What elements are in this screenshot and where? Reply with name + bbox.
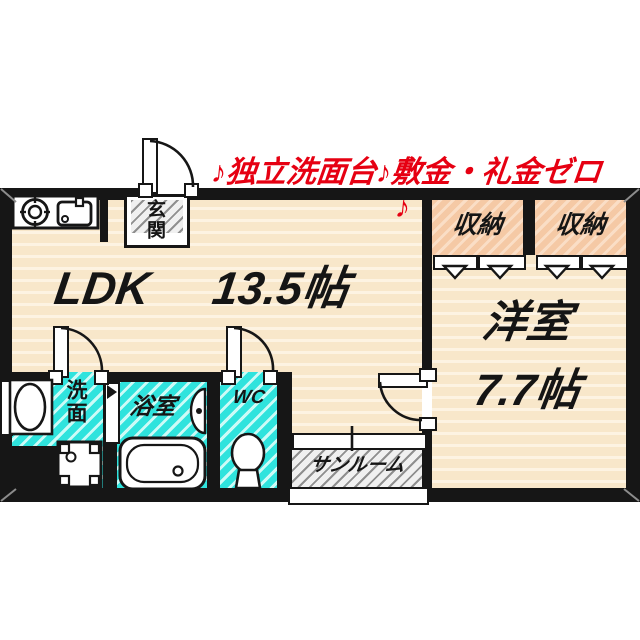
western-jamb-top (419, 368, 437, 382)
stove-burner-icon (20, 197, 50, 227)
bath-door-arrow-icon (107, 385, 117, 399)
room-storage2-floor (535, 198, 626, 255)
storage1-door-divider (476, 255, 480, 268)
sunroom-window-inner (292, 433, 427, 450)
wc-jamb-right (263, 370, 278, 385)
bathtub-icon (118, 436, 207, 491)
storage1-label: 収納 (450, 211, 505, 239)
wall-right (626, 188, 640, 502)
western-room-size-label: 7.7帖 (471, 366, 584, 415)
storage2-label: 収納 (553, 211, 608, 239)
western-door-arc-icon (378, 381, 423, 422)
storage2-door-divider (579, 255, 583, 268)
entrance-step-box (124, 194, 190, 248)
wall-kitchen-stub (100, 192, 108, 242)
ldk-label: LDK (51, 262, 154, 314)
wall-ldk-western-upper (422, 198, 432, 377)
entrance-jamb-left (138, 183, 153, 198)
washroom-door-arc-icon (60, 326, 104, 372)
wall-bathroom-wc (207, 372, 220, 488)
folding-door-icon (441, 264, 616, 280)
corner-bevels (0, 188, 640, 502)
wc-label: WC (231, 387, 267, 408)
wall-ldk-western-lower (422, 419, 432, 502)
sunroom-window-outer (288, 487, 429, 505)
entrance-hatch (131, 200, 183, 233)
wc-jamb-left (221, 370, 236, 385)
entrance-label: 玄関 (143, 199, 165, 241)
room-western-floor (432, 255, 626, 488)
wc-door-arc-icon (233, 326, 275, 372)
entrance-door-arc-icon (149, 139, 195, 188)
sunroom-label: サンルーム (308, 455, 406, 476)
washbasin-icon (8, 378, 54, 436)
ldk-size-label: 13.5帖 (209, 262, 353, 314)
kitchen-sink-icon (56, 196, 93, 227)
washing-machine-icon (56, 440, 103, 489)
bathroom-label: 浴室 (128, 393, 178, 419)
wall-bathroom-top (97, 372, 223, 382)
room-sunroom-floor (292, 447, 422, 488)
western-room-label: 洋室 (479, 298, 575, 347)
bath-vanity-icon (189, 387, 207, 435)
washroom-label: 洗面 (64, 379, 88, 425)
toilet-icon (230, 432, 266, 490)
wall-top-right (187, 188, 640, 200)
wall-washroom-top (12, 372, 60, 382)
wall-wc-sunroom (277, 372, 292, 502)
kitchen-counter (11, 194, 100, 230)
wall-corner-block (0, 446, 58, 502)
wall-between-storages (523, 198, 535, 255)
room-storage1-floor (432, 198, 523, 255)
washroom-jamb-right (94, 370, 109, 385)
entrance-jamb-right (184, 183, 199, 198)
western-jamb-bottom (419, 417, 437, 431)
